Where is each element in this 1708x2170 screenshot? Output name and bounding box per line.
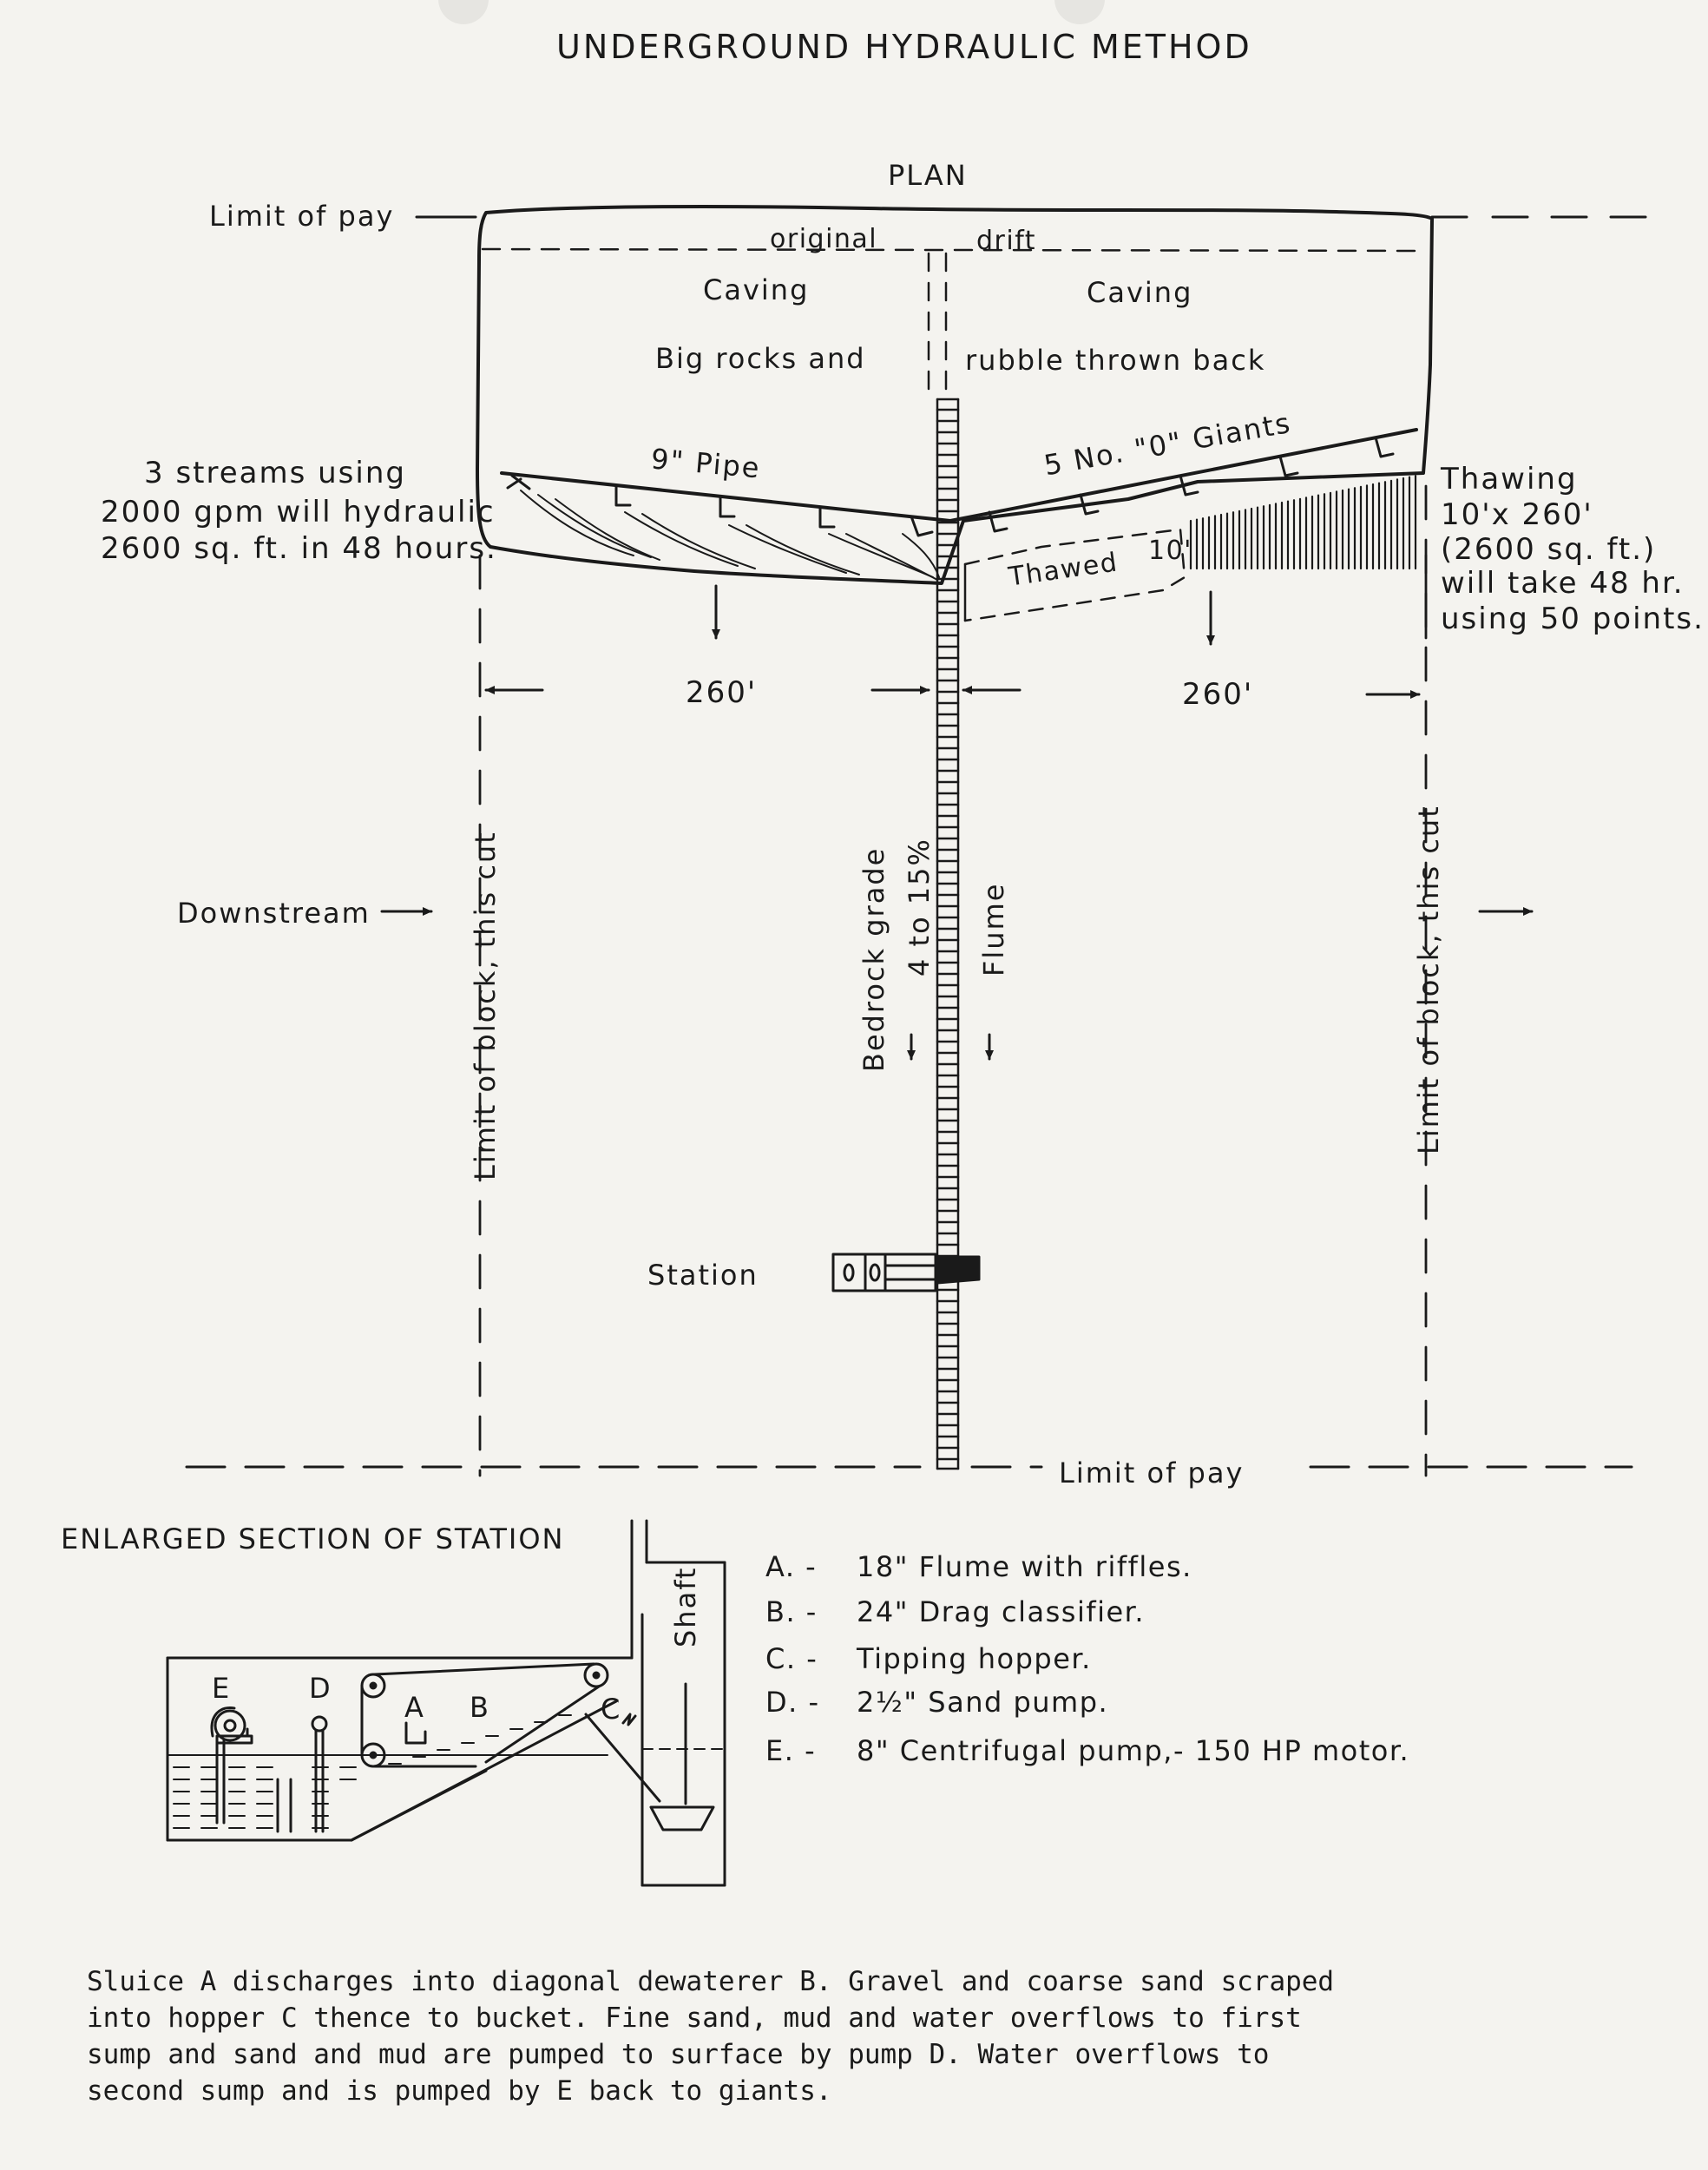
- plan-heading: PLAN: [888, 159, 968, 192]
- legend-key: D. -: [765, 1686, 820, 1719]
- legend-key: B. -: [765, 1595, 818, 1628]
- legend-key: A. -: [765, 1550, 818, 1583]
- thawed-width-label: 10': [1148, 536, 1192, 566]
- streams-note-line-1: 3 streams using: [144, 456, 406, 490]
- original-drift-outline: [481, 247, 1425, 397]
- page-title: UNDERGROUND HYDRAULIC METHOD: [556, 28, 1252, 66]
- thawing-note-line-1: Thawing: [1441, 462, 1578, 496]
- limit-block-right-label: Limit of block, this cut: [1412, 805, 1445, 1154]
- station-section-drawing: [166, 1519, 726, 1887]
- legend-text: 2½" Sand pump.: [857, 1686, 1109, 1719]
- legend-row-c: C. - Tipping hopper.: [765, 1642, 1092, 1675]
- flow-arrows: [712, 584, 1215, 1061]
- legend-row-d: D. - 2½" Sand pump.: [765, 1686, 1108, 1719]
- limit-of-pay-bottom-label: Limit of pay: [1059, 1457, 1245, 1489]
- dimension-arrows: [380, 686, 1534, 916]
- giant-nozzles: [506, 436, 1395, 537]
- limit-block-left-label: Limit of block, this cut: [469, 831, 502, 1180]
- flume-ladder: [936, 398, 960, 1470]
- sump-water-hatch: [173, 1766, 357, 1829]
- bedrock-grade-value: 4 to 15%: [903, 838, 936, 976]
- section-letter-a: A: [404, 1691, 425, 1724]
- flume-label: Flume: [977, 882, 1010, 976]
- station-label: Station: [647, 1259, 759, 1292]
- excavation-outline: [476, 204, 1434, 585]
- section-letter-e: E: [212, 1672, 232, 1705]
- limit-of-pay-top-label: Limit of pay: [209, 200, 395, 233]
- legend-key: C. -: [765, 1642, 818, 1675]
- legend-text: 24" Drag classifier.: [857, 1595, 1146, 1628]
- section-heading: ENLARGED SECTION OF STATION: [61, 1522, 565, 1555]
- limit-of-block-lines: [478, 484, 1428, 1477]
- thawing-note-line-2: 10'x 260': [1441, 497, 1593, 532]
- legend-row-a: A. - 18" Flume with riffles.: [765, 1550, 1192, 1583]
- station-box: [831, 1253, 981, 1292]
- legend-row-e: E. - 8" Centrifugal pump,- 150 HP motor.: [765, 1734, 1409, 1767]
- legend-key: E. -: [765, 1734, 817, 1767]
- thawed-zone-outline: [963, 528, 1186, 622]
- caving-right-label: Caving: [1087, 276, 1193, 309]
- dimension-left-label: 260': [686, 675, 758, 710]
- section-letter-c: C: [601, 1693, 622, 1726]
- streams-note-line-3: 2600 sq. ft. in 48 hours.: [101, 531, 497, 566]
- downstream-label: Downstream: [177, 897, 371, 930]
- classifier-flights: [388, 1714, 572, 1765]
- section-letter-b: B: [470, 1691, 490, 1724]
- legend-text: 8" Centrifugal pump,- 150 HP motor.: [857, 1734, 1410, 1767]
- streams-note-line-2: 2000 gpm will hydraulic: [101, 495, 496, 529]
- water-jet-hatching: [520, 490, 940, 581]
- original-label: original: [770, 224, 878, 254]
- caving-left-label: Caving: [703, 273, 810, 306]
- caption-text: Sluice A discharges into diagonal dewate…: [87, 1966, 1335, 2107]
- bedrock-grade-label: Bedrock grade: [857, 846, 890, 1072]
- legend-text: 18" Flume with riffles.: [857, 1550, 1192, 1583]
- rocks-left-label: Big rocks and: [655, 342, 866, 375]
- section-letter-d: D: [309, 1672, 332, 1705]
- dimension-right-label: 260': [1182, 677, 1254, 712]
- pipe-line: [500, 428, 1418, 523]
- legend-row-b: B. - 24" Drag classifier.: [765, 1595, 1145, 1628]
- thawing-note-line-3: (2600 sq. ft.): [1441, 532, 1657, 567]
- rocks-right-label: rubble thrown back: [965, 344, 1266, 377]
- legend-text: Tipping hopper.: [857, 1642, 1092, 1675]
- thawing-points: [1189, 475, 1417, 570]
- thawing-note-line-4: will take 48 hr.: [1441, 566, 1685, 601]
- shaft-label: Shaft: [669, 1566, 702, 1647]
- drift-label: drift: [976, 226, 1037, 256]
- thawing-note-line-5: using 50 points.: [1441, 602, 1705, 636]
